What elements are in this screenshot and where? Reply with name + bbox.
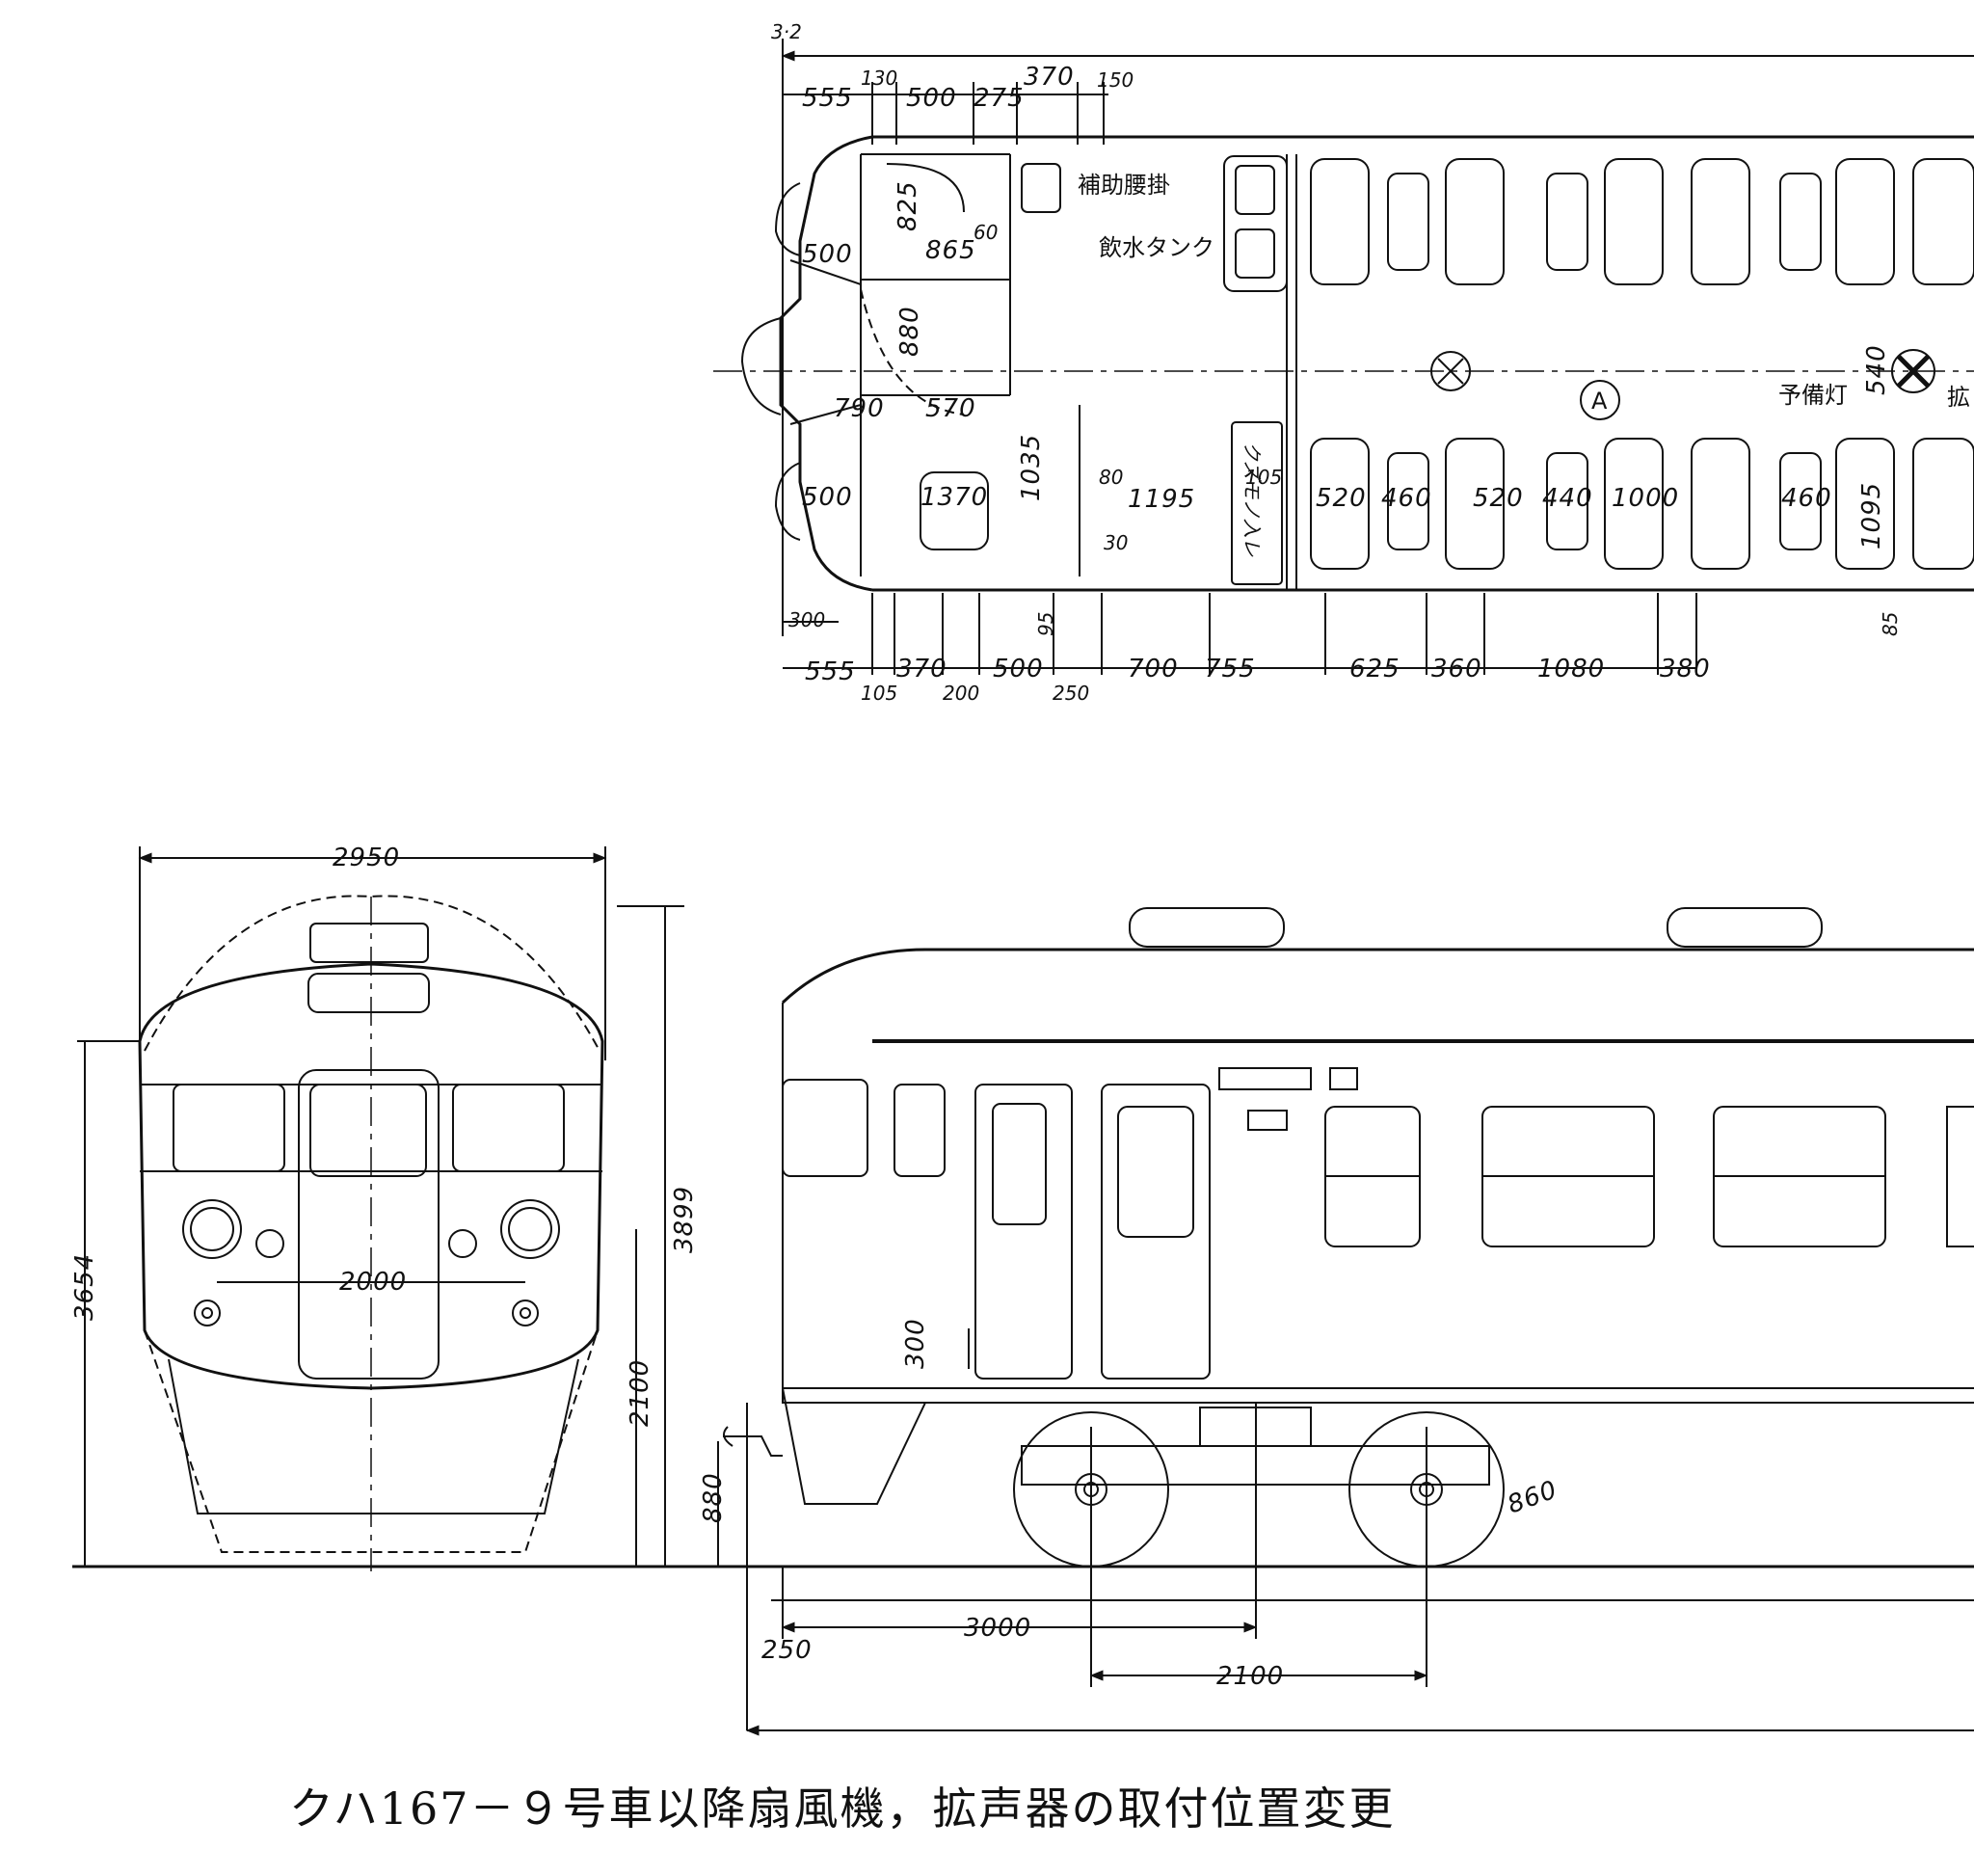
plan-view [713, 39, 1974, 675]
bottom-dim-2: 370 [896, 655, 947, 683]
front-body-height: 3654 [70, 1253, 99, 1321]
seat-dim-3: 520 [1473, 484, 1524, 513]
inner-dim-865: 865 [925, 236, 976, 265]
seat-dim-8: 540 [1862, 344, 1891, 395]
door-2 [1101, 1084, 1211, 1380]
speaker-icon [1580, 380, 1620, 420]
headlight-left [182, 1199, 242, 1259]
bottom-dim-4: 700 [1128, 655, 1179, 683]
bottom-dim-7: 360 [1431, 655, 1482, 683]
seats-upper [1310, 158, 1974, 285]
bottom-dim-9: 380 [1660, 655, 1711, 683]
headlight-right [500, 1199, 560, 1259]
left-dim-1: 500 [802, 240, 853, 269]
door-1 [974, 1084, 1073, 1380]
inner-dim-80: 80 [1099, 466, 1123, 489]
seat-dim-1: 520 [1316, 484, 1367, 513]
plan-view-labels: 3·2 555 130 500 275 370 150 500 500 300 … [771, 20, 1970, 705]
inner-dim-95: 95 [1034, 612, 1057, 636]
side-wheel-dia: 860 [1504, 1475, 1561, 1519]
side-step-height: 300 [901, 1318, 930, 1369]
scale-mark: 3·2 [771, 20, 802, 43]
front-headlight-spacing: 2000 [339, 1268, 407, 1297]
inner-dim-60: 60 [974, 221, 998, 244]
front-total-height: 3899 [670, 1186, 699, 1253]
seat-dim-4: 440 [1542, 484, 1593, 513]
side-bogie-center: 3000 [964, 1614, 1031, 1643]
inner-dim-880: 880 [895, 306, 924, 357]
bottom-dim-5: 755 [1205, 655, 1256, 683]
side-view-labels: 300 880 860 250 3000 2100 [699, 1318, 1561, 1691]
inner-dim-570: 570 [925, 394, 976, 423]
side-view [72, 907, 1974, 1736]
side-coupler-height: 880 [699, 1472, 728, 1523]
roof-vent-1 [1129, 907, 1285, 948]
bottom-sub-dim-3: 250 [1053, 682, 1089, 705]
seat-dim-9: 85 [1879, 612, 1902, 636]
left-dim-2: 500 [802, 483, 853, 512]
inner-dim-30: 30 [1104, 531, 1128, 554]
top-dim-1: 555 [802, 84, 853, 113]
front-view-labels: 2950 3899 3654 2000 2100 [70, 844, 699, 1427]
inner-dim-1370: 1370 [920, 483, 988, 512]
fan-icon-2 [1891, 349, 1935, 393]
top-dim-5: 370 [1024, 63, 1075, 92]
bottom-dim-3: 500 [993, 655, 1044, 683]
front-floor-height: 2100 [626, 1359, 654, 1427]
spare-light-label: 予備灯 [1778, 382, 1848, 409]
inner-dim-825: 825 [894, 180, 922, 231]
bottom-dim-1: 555 [805, 657, 856, 686]
side-wheelbase: 2100 [1216, 1662, 1284, 1691]
water-tank-label: 飲水タンク [1099, 234, 1214, 261]
bottom-dim-8: 1080 [1537, 655, 1605, 683]
trash-box-label: クズモノ入レ [1240, 442, 1264, 557]
seat-dim-6: 460 [1781, 484, 1832, 513]
marker-a: A [1591, 388, 1608, 415]
inner-dim-790: 790 [834, 394, 885, 423]
bottom-dim-6: 625 [1349, 655, 1400, 683]
seat-dim-5: 1000 [1612, 484, 1679, 513]
top-dim-6: 150 [1097, 68, 1134, 92]
roof-vent-2 [1667, 907, 1823, 948]
figure-caption: クハ167－９号車以降扇風機，拡声器の取付位置変更 [289, 1782, 1396, 1835]
cut-label: 拡 [1947, 384, 1970, 411]
top-dim-2: 130 [861, 67, 897, 90]
seats-lower [1310, 438, 1974, 570]
seat-dim-7: 1095 [1857, 482, 1886, 549]
top-dim-4: 275 [974, 84, 1025, 113]
inner-dim-1035: 1035 [1017, 434, 1046, 501]
inner-dim-1195: 1195 [1128, 485, 1195, 514]
front-width: 2950 [333, 844, 400, 872]
left-dim-3: 300 [788, 608, 825, 631]
front-view [77, 846, 684, 1571]
bottom-sub-dim-2: 200 [943, 682, 979, 705]
inner-dim-105: 105 [1245, 466, 1282, 489]
aux-seat-label: 補助腰掛 [1078, 172, 1170, 199]
fan-icon [1430, 351, 1471, 391]
bottom-sub-dim-1: 105 [861, 682, 897, 705]
seat-dim-2: 460 [1381, 484, 1432, 513]
side-overhang: 250 [761, 1636, 813, 1665]
top-dim-3: 500 [906, 84, 957, 113]
